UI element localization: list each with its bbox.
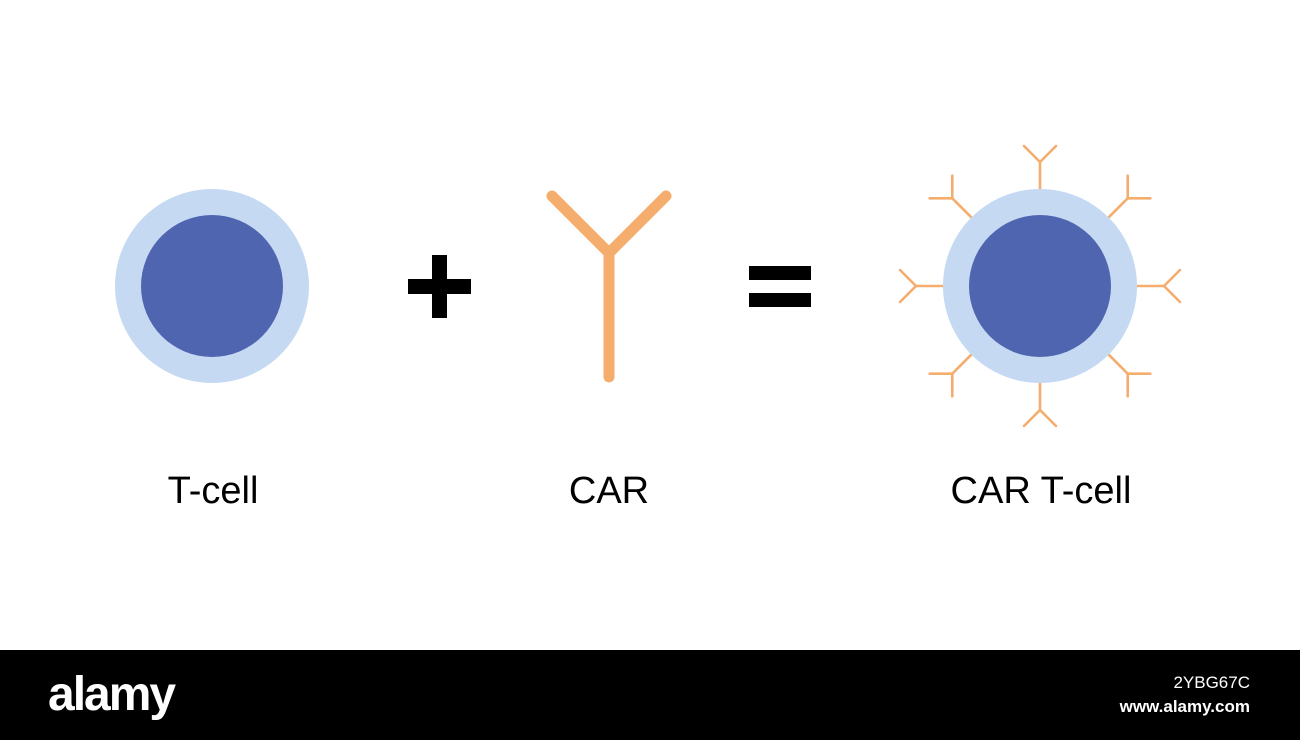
car-tcell-illustration xyxy=(898,144,1182,428)
equals-icon xyxy=(749,266,811,307)
tcell-illustration xyxy=(115,189,309,383)
tcell-nucleus xyxy=(141,215,283,357)
car-tcell-receptors xyxy=(898,144,1182,428)
tcell-label: T-cell xyxy=(167,470,259,512)
car-tcell-label: CAR T-cell xyxy=(950,470,1132,512)
car-tcell-nucleus xyxy=(969,215,1111,357)
car-t-cell-diagram xyxy=(115,144,1182,428)
image-id: 2YBG67C xyxy=(1173,673,1250,692)
site-url: www.alamy.com xyxy=(1119,697,1250,716)
watermark-footer: alamy 2YBG67C www.alamy.com xyxy=(0,650,1300,740)
alamy-logo: alamy xyxy=(48,668,176,721)
plus-icon xyxy=(408,255,471,318)
car-receptor-illustration xyxy=(546,190,672,383)
car-label: CAR xyxy=(568,470,650,512)
